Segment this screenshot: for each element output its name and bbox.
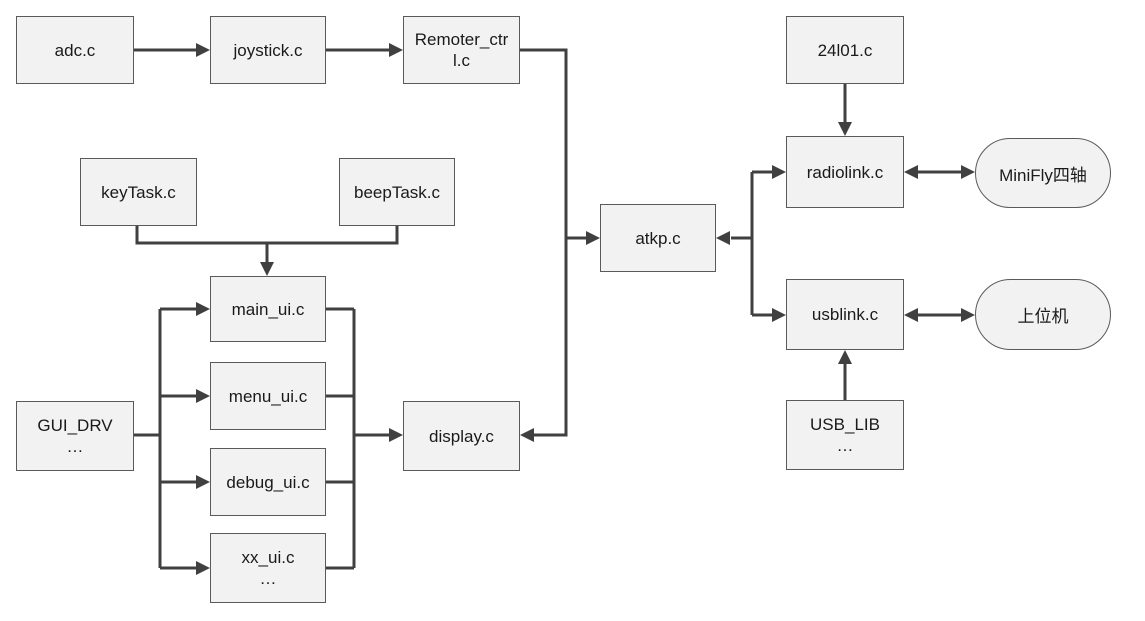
node-radiolink: radiolink.c xyxy=(786,136,904,208)
node-atkp: atkp.c xyxy=(600,204,716,272)
node-usblink: usblink.c xyxy=(786,279,904,350)
arrowhead-minifly xyxy=(961,165,975,179)
connector-remoter-atkp xyxy=(520,48,588,240)
node-menu-ui: menu_ui.c xyxy=(210,362,326,430)
arrowhead-gui-xx xyxy=(196,561,210,575)
connector-keytask-main xyxy=(135,226,399,245)
arrowhead-gui-debug xyxy=(196,475,210,489)
arrowhead-radiolink xyxy=(772,165,786,179)
arrowhead-gui-main xyxy=(196,302,210,316)
connector-atkp-display xyxy=(532,238,568,437)
node-usb-lib: USB_LIB … xyxy=(786,400,904,470)
node-24l01: 24l01.c xyxy=(786,16,904,84)
node-host-pc: 上位机 xyxy=(975,279,1111,350)
arrowhead-24l01 xyxy=(838,122,852,136)
arrowhead-usblink xyxy=(772,308,786,322)
node-adc: adc.c xyxy=(16,16,134,84)
arrowhead-usblib xyxy=(838,350,852,364)
arrowhead-main-ui xyxy=(260,262,274,276)
node-gui-drv: GUI_DRV … xyxy=(16,401,134,471)
arrowhead-ui-display xyxy=(389,428,403,442)
arrowhead-display xyxy=(520,428,534,442)
node-display: display.c xyxy=(403,401,520,471)
arrowhead-atkp-back xyxy=(716,231,730,245)
arrowhead-atkp xyxy=(586,231,600,245)
node-xx-ui: xx_ui.c … xyxy=(210,533,326,603)
node-minifly: MiniFly四轴 xyxy=(975,138,1111,208)
node-main-ui: main_ui.c xyxy=(210,276,326,342)
node-beeptask: beepTask.c xyxy=(339,158,455,226)
arrowhead-radiolink-back xyxy=(904,165,918,179)
node-keytask: keyTask.c xyxy=(80,158,197,226)
arrowhead-gui-menu xyxy=(196,389,210,403)
node-remoter-ctrl: Remoter_ctr l.c xyxy=(403,16,520,84)
arrowhead-remoter xyxy=(389,43,403,57)
node-debug-ui: debug_ui.c xyxy=(210,448,326,516)
arrowhead-host xyxy=(961,308,975,322)
arrowhead-joystick xyxy=(196,43,210,57)
arrowhead-usblink-back xyxy=(904,308,918,322)
node-joystick: joystick.c xyxy=(210,16,326,84)
